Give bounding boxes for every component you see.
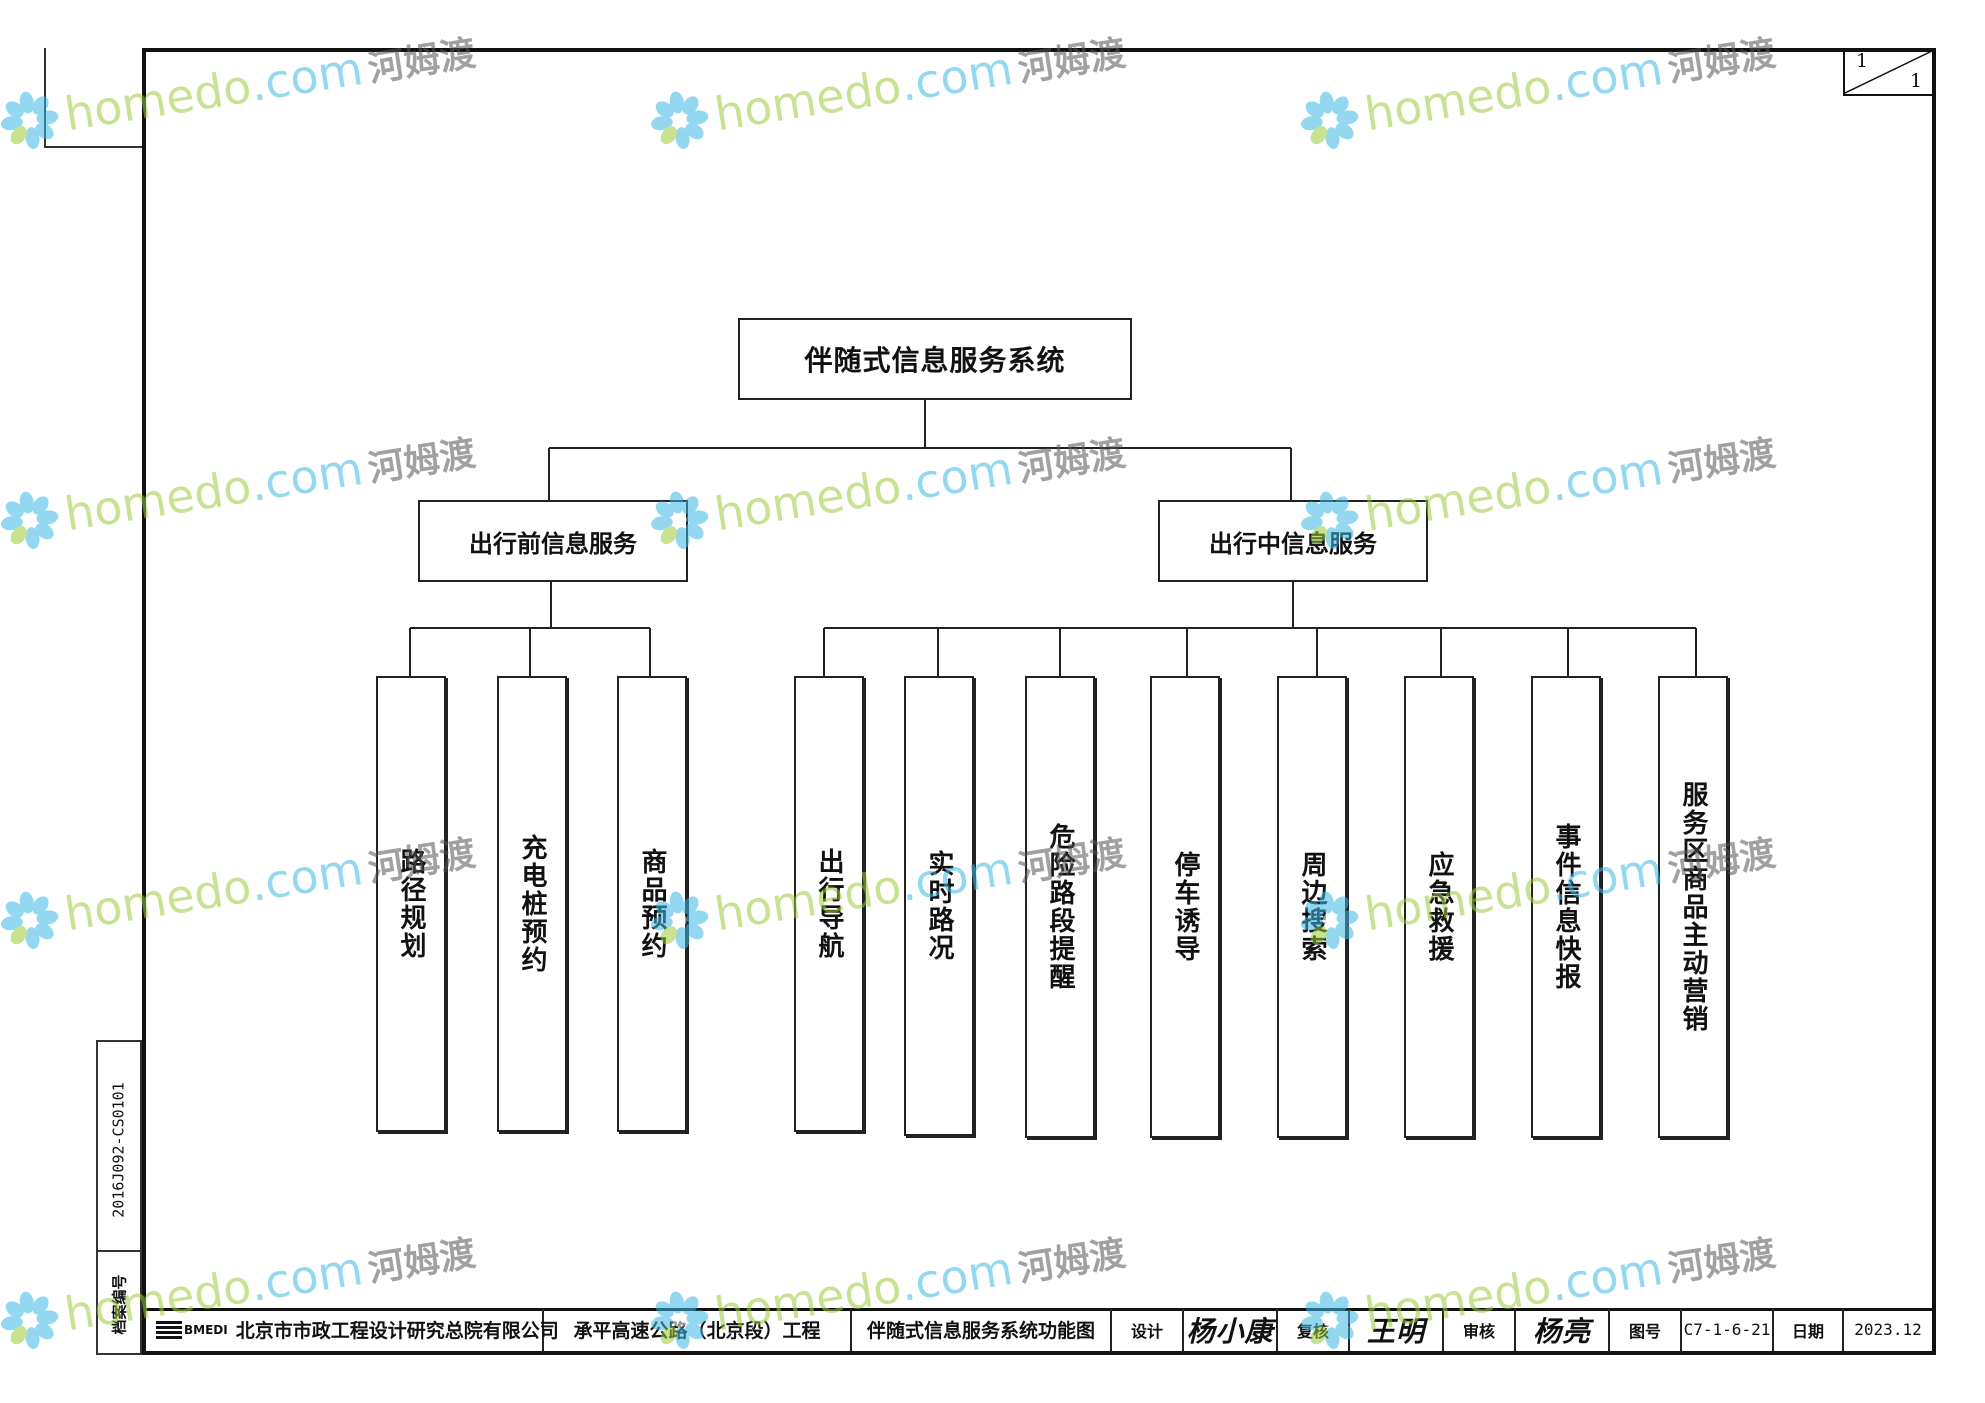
title-block [146, 1308, 1932, 1351]
leaf-node-danger-road-alert: 危险路段提醒 [1025, 676, 1095, 1138]
company-cell: BMEDI 北京市市政工程设计研究总院有限公司 [146, 1308, 559, 1351]
drawing-no: C7-1-6-21 [1682, 1308, 1774, 1351]
leaf-node-nearby-search: 周边搜索 [1277, 676, 1347, 1138]
drawing-title-cell: 伴随式信息服务系统功能图 [852, 1308, 1112, 1351]
leaf-node-navigation: 出行导航 [794, 676, 864, 1132]
archive-strip [96, 1040, 142, 1355]
root-node: 伴随式信息服务系统 [738, 318, 1132, 400]
leaf-node-emergency-rescue: 应急救援 [1404, 676, 1474, 1138]
leaf-node-charging-reservation: 充电桩预约 [497, 676, 567, 1132]
sheet-number: 1 [1856, 50, 1869, 72]
branch-node-in-trip: 出行中信息服务 [1158, 500, 1428, 582]
review-label: 复核 [1278, 1308, 1350, 1351]
drawing-no-label: 图号 [1610, 1308, 1682, 1351]
drawing-frame [142, 48, 1936, 1355]
leaf-node-parking-guidance: 停车诱导 [1150, 676, 1220, 1138]
branch-node-pre-trip: 出行前信息服务 [418, 500, 688, 582]
leaf-node-incident-bulletin: 事件信息快报 [1531, 676, 1601, 1138]
company-logo: BMEDI [156, 1320, 228, 1339]
company-name: 北京市市政工程设计研究总院有限公司 [235, 1320, 559, 1342]
sheet-total: 1 [1910, 70, 1923, 92]
review-signature: 王明 [1350, 1308, 1444, 1351]
date-value: 2023.12 [1854, 1320, 1922, 1339]
leaf-node-route-planning: 路径规划 [376, 676, 446, 1132]
leaf-node-service-area-marketing: 服务区商品主动营销 [1658, 676, 1728, 1138]
approve-signature: 杨亮 [1516, 1308, 1610, 1351]
leaf-node-real-time-traffic: 实时路况 [904, 676, 974, 1136]
approve-label: 审核 [1444, 1308, 1516, 1351]
sheet-number-box [1843, 48, 1936, 96]
date-label: 日期 [1774, 1308, 1844, 1351]
design-signature: 杨小康 [1184, 1308, 1278, 1351]
project-cell: 承平高速公路（北京段）工程 [544, 1308, 852, 1351]
drawing-title: 伴随式信息服务系统功能图 [866, 1320, 1095, 1342]
design-label: 设计 [1112, 1308, 1184, 1351]
project-name: 承平高速公路（北京段）工程 [573, 1320, 821, 1342]
leaf-node-goods-reservation: 商品预约 [617, 676, 687, 1132]
